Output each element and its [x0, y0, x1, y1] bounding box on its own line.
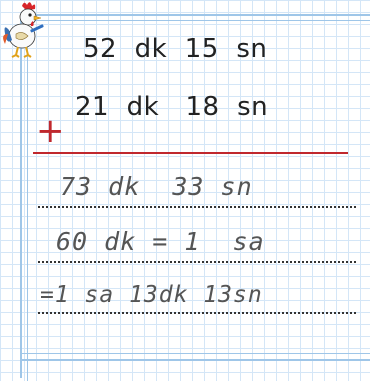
dotted-line-2	[38, 261, 356, 263]
rooster-mascot-icon	[3, 2, 44, 58]
plus-operator: +	[36, 111, 65, 151]
answer-line-1: 73 dk 33 sn	[60, 172, 253, 201]
dotted-line-1	[38, 206, 356, 208]
dotted-line-3	[38, 312, 356, 314]
sum-rule	[33, 152, 348, 154]
answer-line-3: =1 sa 13dk 13sn	[40, 282, 263, 308]
problem-line-2: 21 dk 18 sn	[75, 92, 269, 122]
worksheet-frame-outer	[20, 14, 370, 378]
answer-line-2: 60 dk = 1 sa	[56, 227, 265, 256]
worksheet-frame-inner	[27, 20, 370, 381]
worksheet-frame-bottom	[20, 353, 370, 361]
problem-line-1: 52 dk 15 sn	[83, 34, 268, 64]
